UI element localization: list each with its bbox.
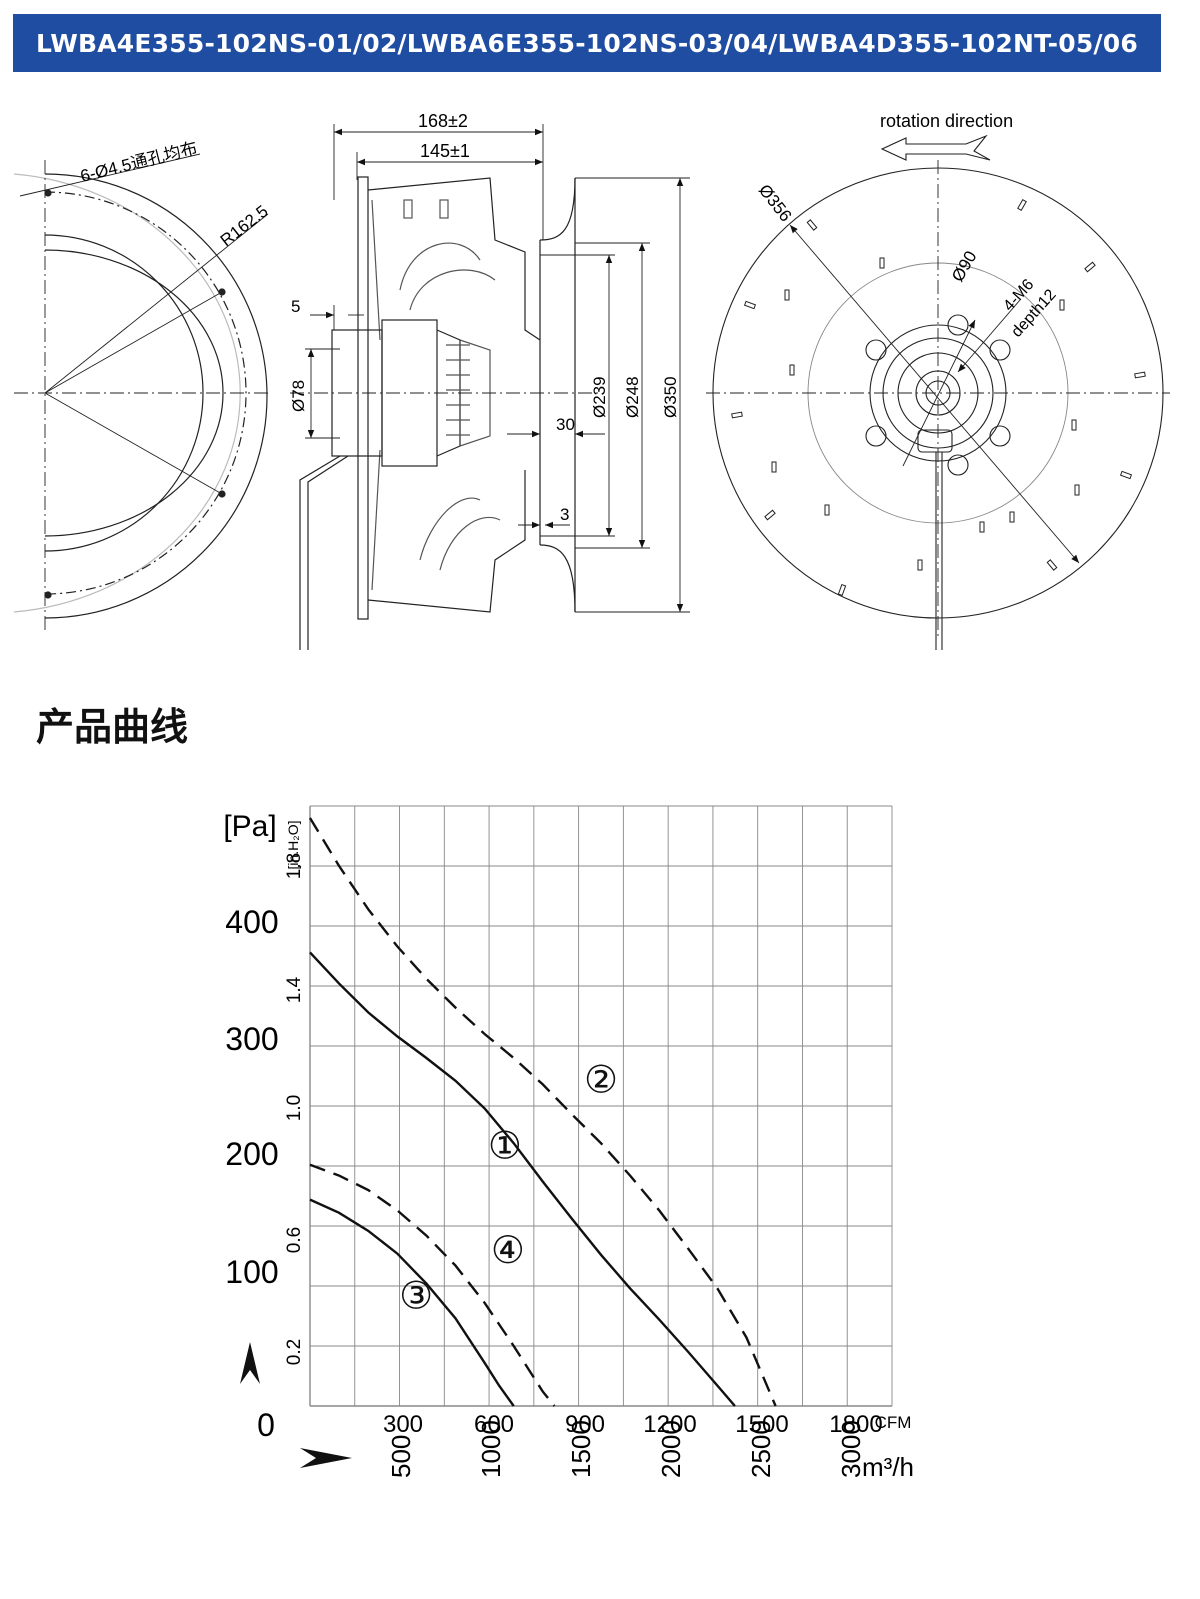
curve-series <box>309 1198 515 1407</box>
y-tick-label-secondary: 1.8 <box>284 853 305 879</box>
y-tick-label-secondary: 0.2 <box>284 1339 305 1365</box>
curve-series <box>308 817 777 1407</box>
y-tick-label: 0 <box>257 1407 275 1443</box>
technical-drawing: 6-Ø4.5通孔均布 R162.5 <box>13 111 1170 650</box>
flange-view <box>13 153 269 630</box>
series-label: ② <box>584 1058 618 1102</box>
flange-offset-label: 5 <box>291 297 300 316</box>
section-title: 产品曲线 <box>36 705 189 749</box>
width-overall-label: 168±2 <box>418 111 468 131</box>
y-tick-label: 200 <box>225 1136 278 1172</box>
d350-label: Ø350 <box>661 376 680 418</box>
page-title: LWBA4E355-102NS-01/02/LWBA6E355-102NS-03… <box>36 28 1138 58</box>
y-tick-label: 100 <box>225 1254 278 1290</box>
radius-label: R162.5 <box>217 201 272 250</box>
series-label: ① <box>488 1124 522 1168</box>
x-tick-label-cfm: 300 <box>383 1411 423 1438</box>
y-axis-label-secondary: [in.H₂O] <box>285 821 301 870</box>
y-tick-label: 400 <box>225 904 278 940</box>
x-tick-label-m3h: 1000 <box>476 1420 506 1478</box>
x-tick-label-cfm: 600 <box>474 1411 514 1438</box>
hub-diameter-label: Ø78 <box>289 380 308 412</box>
series-label: ③ <box>399 1274 433 1318</box>
y-axis-label: [Pa] <box>223 810 276 843</box>
series-label: ④ <box>491 1228 525 1272</box>
chart-labels: ① ② ③ ④ [Pa] 0 100 200 300 400 [in.H₂O] 0.2 0.6 1.0 1.… <box>223 810 914 1482</box>
inlet-depth-label: 30 <box>556 415 575 434</box>
x-tick-label-m3h: 2500 <box>746 1420 776 1478</box>
holes-label: 6-Ø4.5通孔均布 <box>78 138 199 185</box>
d90-label: Ø90 <box>948 248 981 285</box>
curve-series <box>309 1163 556 1407</box>
header-bar: LWBA4E355-102NS-01/02/LWBA6E355-102NS-03… <box>13 14 1161 72</box>
chart-curves <box>308 817 777 1407</box>
curve-series <box>309 951 736 1407</box>
x-tick-label-m3h: 500 <box>386 1435 416 1478</box>
rotation-label: rotation direction <box>880 111 1013 131</box>
d239-label: Ø239 <box>590 376 609 418</box>
x-tick-label-cfm: 900 <box>565 1411 605 1438</box>
x-unit-cfm: CFM <box>875 1413 912 1432</box>
x-axis-arrow-icon <box>300 1448 352 1468</box>
x-tick-label-m3h: 2000 <box>656 1420 686 1478</box>
front-view <box>706 134 1170 650</box>
side-view <box>290 124 690 650</box>
x-tick-label-m3h: 3000 <box>836 1420 866 1478</box>
x-tick-label-cfm: 1200 <box>643 1411 696 1438</box>
d356-label: Ø356 <box>755 181 796 225</box>
y-tick-label-secondary: 0.6 <box>284 1227 305 1253</box>
x-tick-label-m3h: 1500 <box>566 1420 596 1478</box>
y-tick-label-secondary: 1.0 <box>284 1095 305 1121</box>
y-tick-label-secondary: 1.4 <box>284 976 305 1003</box>
x-tick-label-cfm: 1800 <box>829 1411 882 1438</box>
y-tick-label: 300 <box>225 1021 278 1057</box>
y-axis-arrow-icon <box>240 1342 260 1384</box>
d248-label: Ø248 <box>623 376 642 418</box>
width-inner-label: 145±1 <box>420 141 470 161</box>
gap-label: 3 <box>560 505 569 524</box>
x-tick-label-cfm: 1500 <box>735 1411 788 1438</box>
x-unit-m3h: m³/h <box>862 1452 914 1482</box>
chart-grid <box>309 805 893 1407</box>
